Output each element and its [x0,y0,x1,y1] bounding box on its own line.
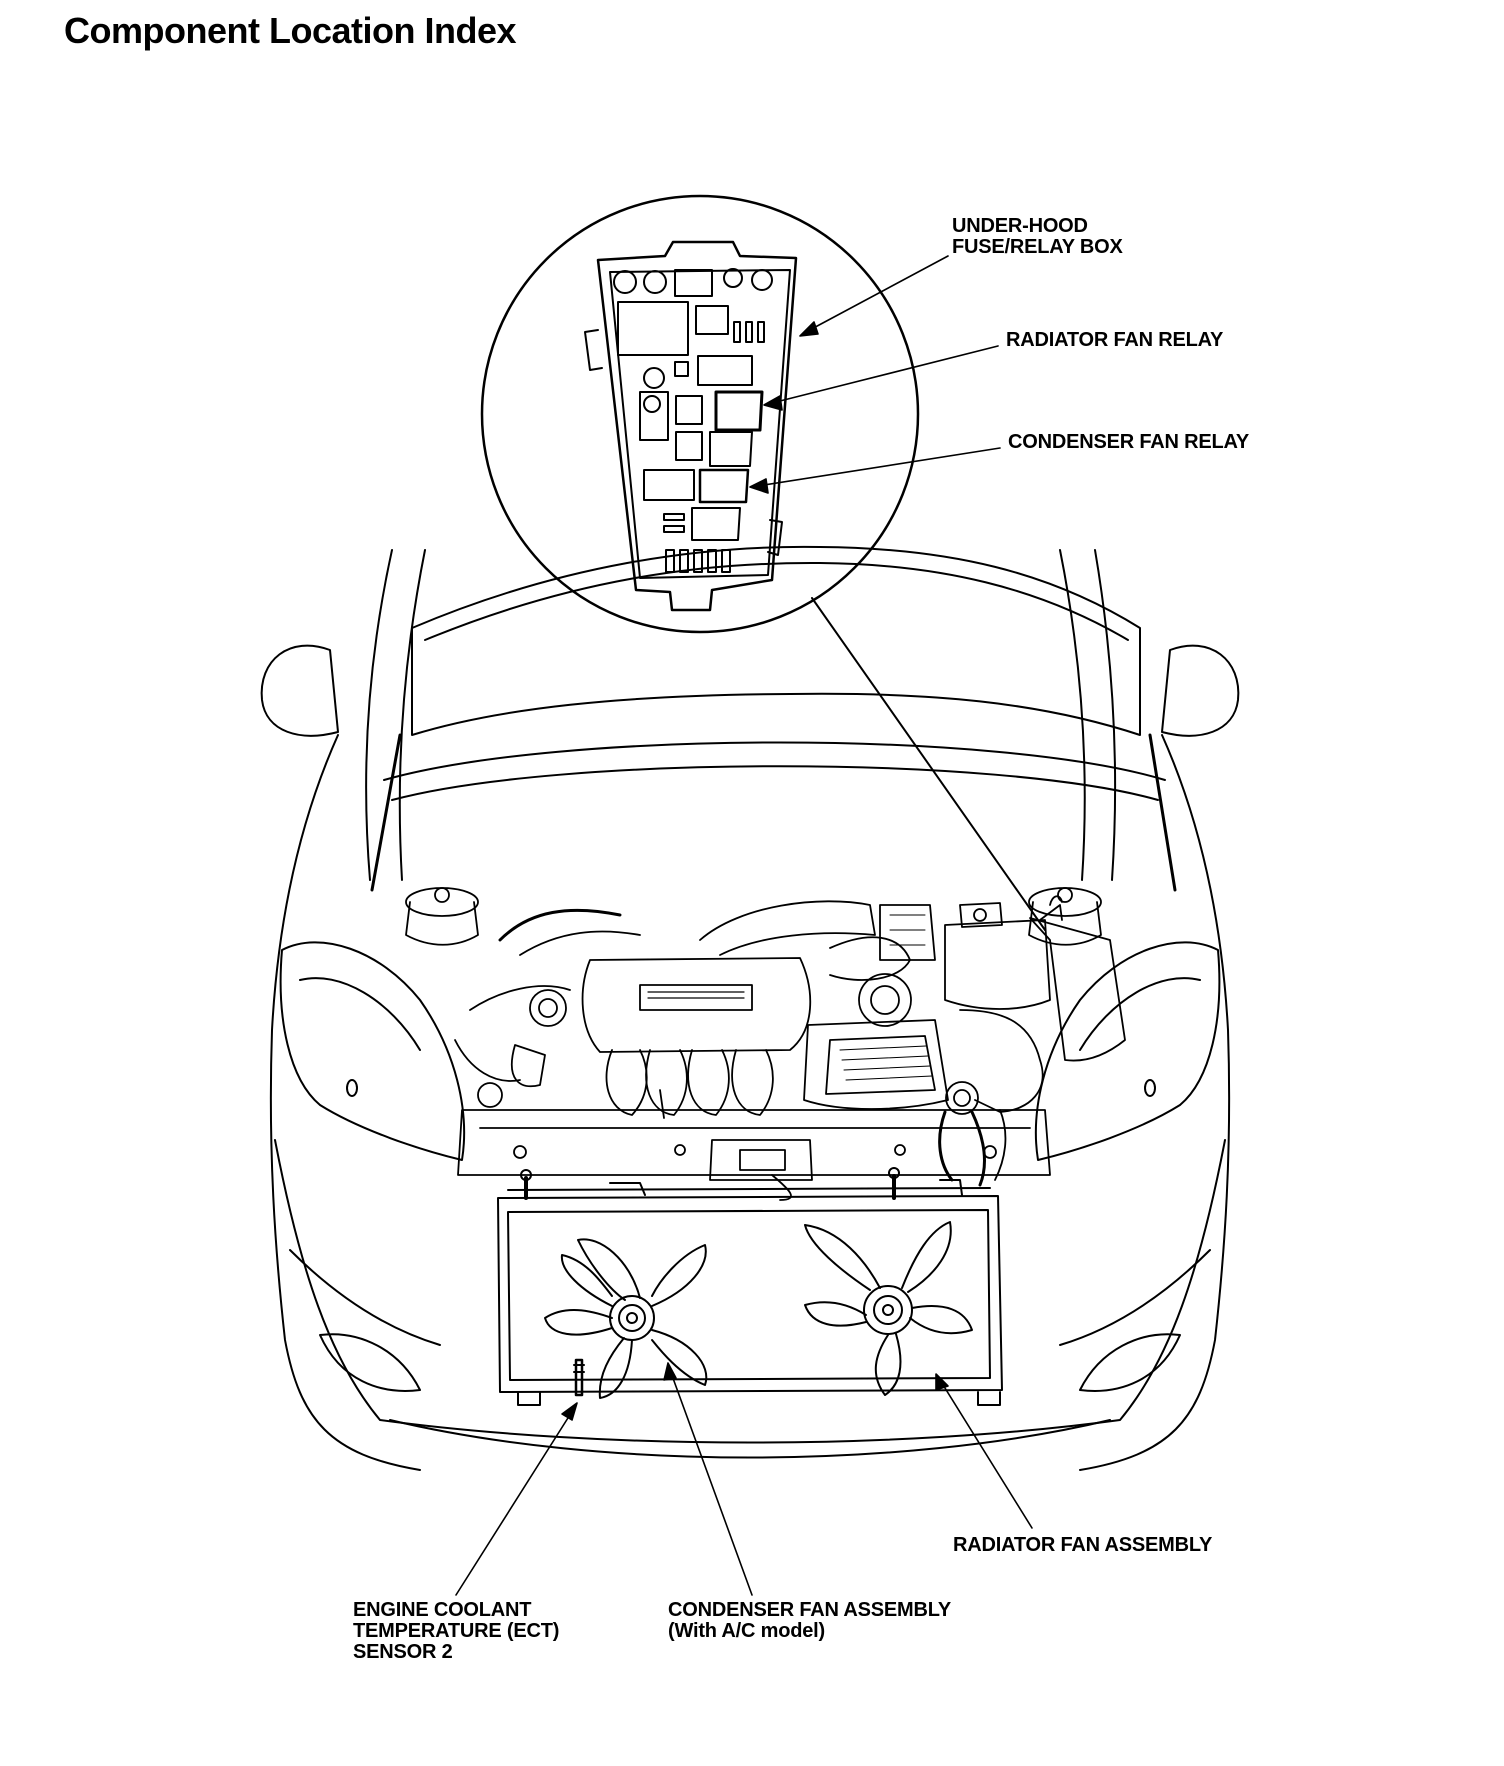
callout-radiator-fan-assembly: RADIATOR FAN ASSEMBLY [953,1535,1212,1556]
callout-line: ENGINE COOLANT [353,1599,532,1621]
callout-under-hood-fuse-relay-box: UNDER-HOOD FUSE/RELAY BOX [952,216,1123,258]
air-cleaner-box [804,1020,948,1109]
radiator-fan-blades [805,1222,972,1395]
leader-lines [456,256,1045,1595]
callout-condenser-fan-assembly: CONDENSER FAN ASSEMBLY (With A/C model) [668,1600,951,1642]
left-strut-tower [406,888,478,945]
left-mirror [262,646,338,736]
right-strut-tower [1029,888,1101,945]
radiator [498,1168,1002,1405]
ect-sensor-body [576,1360,582,1395]
callout-ect-sensor-2: ENGINE COOLANT TEMPERATURE (ECT) SENSOR … [353,1600,559,1663]
callout-radiator-fan-relay: RADIATOR FAN RELAY [1006,330,1223,351]
callout-line: RADIATOR FAN RELAY [1006,329,1224,351]
callout-line: (With A/C model) [668,1620,825,1642]
page-title: Component Location Index [64,10,517,51]
fuse-box-in-bay [1030,918,1125,1061]
right-headlight [1036,942,1219,1160]
car-body [262,547,1239,1470]
condenser-fan-blades [545,1239,706,1398]
callout-line: RADIATOR FAN ASSEMBLY [953,1534,1213,1556]
left-headlight [281,942,464,1160]
callout-line: CONDENSER FAN RELAY [1008,431,1250,453]
callout-line: FUSE/RELAY BOX [952,236,1123,258]
callout-line: SENSOR 2 [353,1641,453,1663]
fuse-relay-box-inset [482,196,918,632]
callout-line: TEMPERATURE (ECT) [353,1620,560,1642]
engine-cover [583,958,811,1052]
radiator-fan-relay-box [716,392,762,430]
engine-bay [406,888,1125,1200]
right-mirror [1162,646,1238,736]
callout-line: UNDER-HOOD [952,215,1088,237]
callout-line: CONDENSER FAN ASSEMBLY [668,1599,952,1621]
condenser-fan-relay-box [700,470,748,502]
callout-condenser-fan-relay: CONDENSER FAN RELAY [1008,432,1249,453]
